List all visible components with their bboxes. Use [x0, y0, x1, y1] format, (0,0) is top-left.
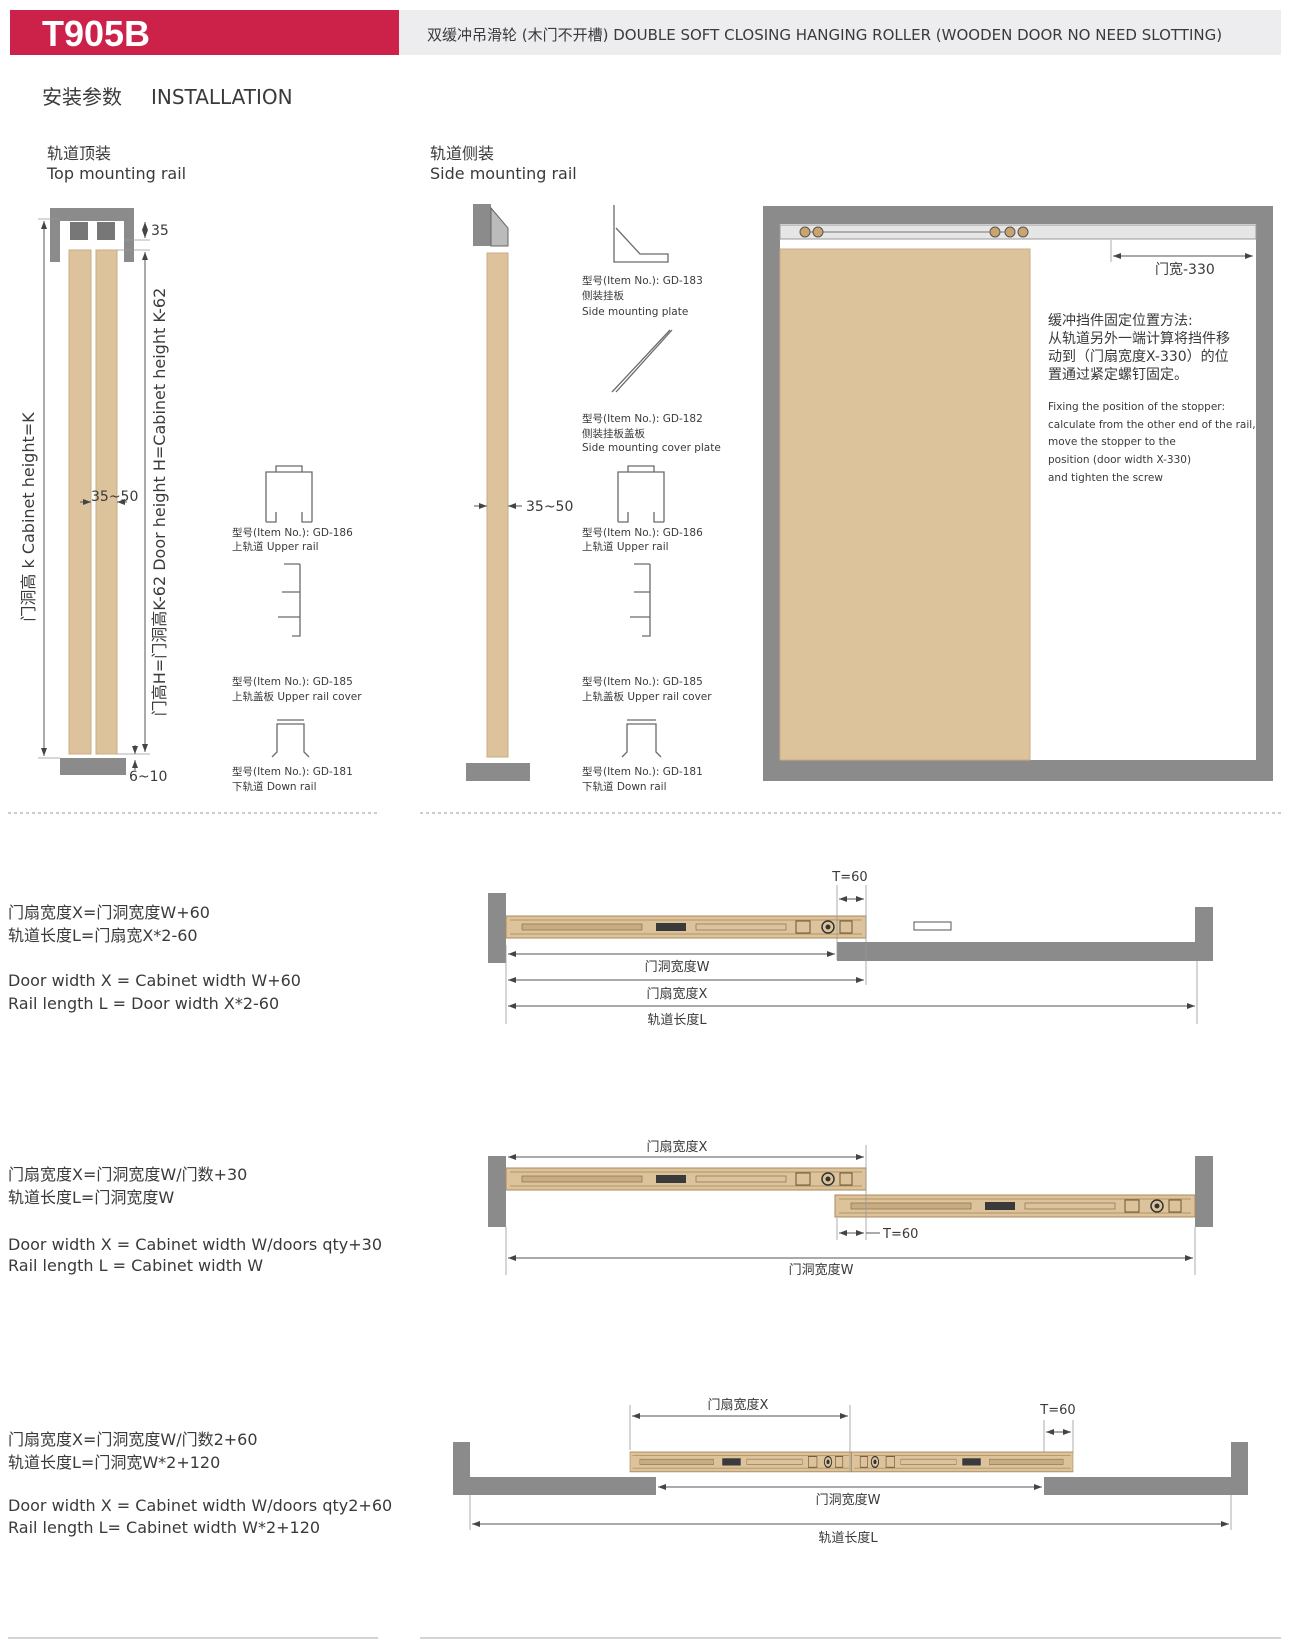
- cabinet-height-label: 门洞高 k Cabinet height=K: [19, 412, 38, 622]
- profile-gd181-icon: [621, 719, 662, 758]
- door-height-label: 门高H=门洞高K-62 Door height H=Cabinet height…: [150, 288, 169, 717]
- profile-item: 型号(Item No.): GD-183: [582, 274, 703, 287]
- profile-item: 型号(Item No.): GD-186: [582, 526, 703, 539]
- profile-name: 上轨盖板 Upper rail cover: [582, 690, 712, 703]
- profile-name-zh: 侧装挂板盖板: [582, 427, 645, 440]
- profile-gd181-icon: [271, 719, 310, 758]
- profile-gd186-icon: [617, 465, 665, 523]
- rail-length-label: 轨道长度L: [647, 1012, 707, 1028]
- formula-zh: 门扇宽度X=门洞宽度W/门数+30: [8, 1165, 247, 1184]
- text-line: 从轨道另外一端计算将挡件移: [1048, 331, 1230, 347]
- profile-name: 上轨道 Upper rail: [582, 540, 669, 553]
- stopper-instructions-en: Fixing the position of the stopper: calc…: [1048, 401, 1256, 484]
- text-line: move the stopper to the: [1048, 436, 1176, 448]
- bottom-gap-label: 6~10: [129, 769, 167, 785]
- formula-zh: 门扇宽度X=门洞宽度W/门数2+60: [8, 1430, 258, 1449]
- model-number: T905B: [42, 13, 150, 54]
- side-mount-title-zh: 轨道侧装: [430, 144, 494, 163]
- formula-en: Door width X = Cabinet width W+60: [8, 971, 301, 990]
- profile-name: 上轨盖板 Upper rail cover: [232, 690, 362, 703]
- profile-name-zh: 侧装挂板: [582, 289, 624, 302]
- t-gap-label: T=60: [831, 870, 867, 885]
- profile-name: 上轨道 Upper rail: [232, 540, 319, 553]
- formula-zh: 轨道长度L=门洞宽W*2+120: [8, 1453, 220, 1472]
- door-gap-label: 35~50: [91, 489, 138, 505]
- formula-en: Rail length L = Cabinet width W: [8, 1256, 263, 1275]
- t-gap-label: T=60: [882, 1227, 918, 1242]
- profile-name: 下轨道 Down rail: [232, 780, 317, 793]
- profile-item: 型号(Item No.): GD-182: [582, 412, 703, 425]
- stopper-instructions-zh: 缓冲挡件固定位置方法: 从轨道另外一端计算将挡件移 动到（门扇宽度X-330）的…: [1048, 313, 1230, 383]
- profile-gd185-icon: [630, 563, 651, 637]
- section-title-zh: 安装参数: [42, 85, 122, 109]
- text-line: 动到（门扇宽度X-330）的位: [1048, 348, 1229, 365]
- formula-zh: 门扇宽度X=门洞宽度W+60: [8, 903, 210, 922]
- profile-item: 型号(Item No.): GD-185: [582, 675, 703, 688]
- formula-en: Rail length L = Door width X*2-60: [8, 994, 279, 1013]
- bi-parting-door-plan: [453, 1405, 1248, 1530]
- top-mount-title-en: Top mounting rail: [46, 164, 186, 183]
- model-banner: [10, 10, 399, 55]
- profile-gd182-icon: [611, 329, 673, 393]
- section-title-en: INSTALLATION: [151, 85, 293, 109]
- profile-name: 下轨道 Down rail: [582, 780, 667, 793]
- door-width-label: 门扇宽度X: [647, 986, 708, 1002]
- door-width-label: 门扇宽度X: [708, 1397, 769, 1413]
- stopper-dim-label: 门宽-330: [1155, 261, 1215, 278]
- t-gap-label: T=60: [1039, 1403, 1075, 1418]
- text-line: position (door width X-330): [1048, 454, 1191, 466]
- profile-gd186-icon: [265, 465, 313, 523]
- formula-zh: 轨道长度L=门洞宽度W: [8, 1188, 174, 1207]
- subtitle-banner: [399, 10, 1281, 55]
- text-line: 缓冲挡件固定位置方法:: [1048, 313, 1193, 329]
- top-mount-title-zh: 轨道顶装: [47, 144, 111, 163]
- product-subtitle: 双缓冲吊滑轮 (木门不开槽) DOUBLE SOFT CLOSING HANGI…: [427, 26, 1222, 44]
- formula-en: Door width X = Cabinet width W/doors qty…: [8, 1496, 392, 1515]
- text-line: calculate from the other end of the rail…: [1048, 419, 1256, 431]
- cabinet-width-label: 门洞宽度W: [816, 1492, 881, 1508]
- profile-item: 型号(Item No.): GD-185: [232, 675, 353, 688]
- formula-zh: 轨道长度L=门扇宽X*2-60: [8, 926, 198, 945]
- door-width-label: 门扇宽度X: [647, 1139, 708, 1155]
- text-line: and tighten the screw: [1048, 472, 1163, 484]
- side-mount-title-en: Side mounting rail: [430, 164, 577, 183]
- profile-gd185-icon: [278, 563, 301, 637]
- cabinet-width-label: 门洞宽度W: [645, 959, 710, 975]
- double-door-plan: [488, 1145, 1213, 1275]
- text-line: Fixing the position of the stopper:: [1048, 401, 1225, 413]
- top-mount-diagram: [38, 208, 150, 775]
- cabinet-width-label: 门洞宽度W: [789, 1262, 854, 1278]
- rail-length-label: 轨道长度L: [818, 1530, 878, 1546]
- profile-item: 型号(Item No.): GD-181: [232, 765, 353, 778]
- profile-item: 型号(Item No.): GD-181: [582, 765, 703, 778]
- profile-name-en: Side mounting plate: [582, 306, 688, 318]
- side-mount-diagram: [466, 204, 530, 781]
- formula-en: Door width X = Cabinet width W/doors qty…: [8, 1235, 382, 1254]
- text-line: 置通过紧定螺钉固定。: [1048, 367, 1188, 383]
- profile-name-en: Side mounting cover plate: [582, 442, 721, 454]
- top-gap-label: 35: [151, 223, 169, 239]
- profile-gd183-icon: [613, 205, 669, 263]
- profile-item: 型号(Item No.): GD-186: [232, 526, 353, 539]
- side-gap-label: 35~50: [526, 499, 573, 515]
- formula-en: Rail length L= Cabinet width W*2+120: [8, 1518, 320, 1537]
- single-door-plan: [488, 885, 1213, 1024]
- front-view-diagram: [763, 206, 1273, 781]
